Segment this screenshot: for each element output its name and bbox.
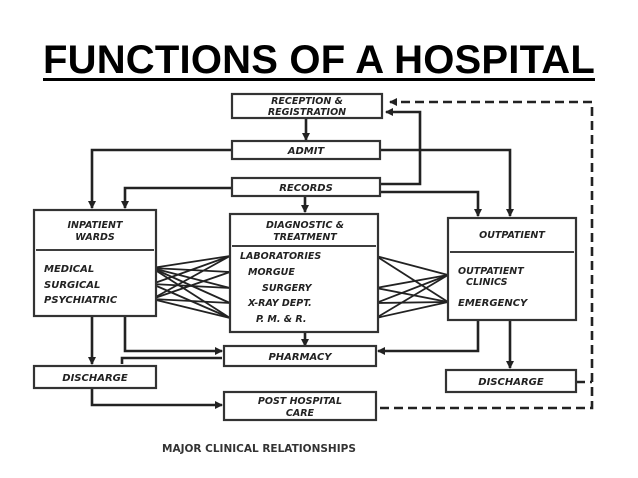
discharge-left-box: DISCHARGE [32,364,158,390]
diagnostic-title-line1: DIAGNOSTIC & [266,220,344,231]
post-hospital-label-line1: POST HOSPITAL [258,396,342,407]
outpatient-title: OUTPATIENT [479,230,546,241]
inpatient-item-surgical: SURGICAL [44,280,100,291]
outpatient-item-clinics-line1: OUTPATIENT [458,266,525,277]
pharmacy-box: PHARMACY [222,344,378,368]
inpatient-wards-box: INPATIENT WARDS MEDICAL SURGICAL PSYCHIA… [32,208,158,318]
inpatient-item-medical: MEDICAL [44,264,94,275]
discharge-right-label: DISCHARGE [478,377,544,388]
records-label: RECORDS [279,183,333,194]
inpatient-item-psychiatric: PSYCHIATRIC [44,295,118,306]
outpatient-item-emergency: EMERGENCY [458,298,529,309]
outpatient-box: OUTPATIENT OUTPATIENT CLINICS EMERGENCY [446,216,578,322]
inpatient-title-line2: WARDS [75,232,115,243]
connector-lines [88,98,594,410]
pharmacy-label: PHARMACY [268,352,333,363]
records-box: RECORDS [230,176,382,198]
diagnostic-title-line2: TREATMENT [273,232,338,243]
discharge-right-box: DISCHARGE [444,368,578,394]
reception-label-line1: RECEPTION & [271,96,343,107]
diagnostic-item-surgery: SURGERY [262,283,313,294]
diagnostic-item-pmr: P. M. & R. [256,314,307,325]
discharge-left-label: DISCHARGE [62,373,128,384]
reception-label-line2: REGISTRATION [268,107,346,118]
admit-label: ADMIT [287,146,326,157]
inpatient-title-line1: INPATIENT [68,220,124,231]
diagram-caption: MAJOR CLINICAL RELATIONSHIPS [162,443,356,455]
slide-title: FUNCTIONS OF A HOSPITAL [43,38,595,82]
reception-box: RECEPTION & REGISTRATION [230,92,384,120]
outpatient-item-clinics-line2: CLINICS [466,277,508,288]
diagnostic-treatment-box: DIAGNOSTIC & TREATMENT LABORATORIES MORG… [228,212,380,334]
admit-box: ADMIT [230,139,382,161]
diagnostic-item-morgue: MORGUE [248,267,295,278]
diagnostic-item-xray: X-RAY DEPT. [247,298,312,309]
post-hospital-label-line2: CARE [286,408,315,419]
post-hospital-care-box: POST HOSPITAL CARE [222,390,378,422]
diagnostic-item-laboratories: LABORATORIES [240,251,321,262]
